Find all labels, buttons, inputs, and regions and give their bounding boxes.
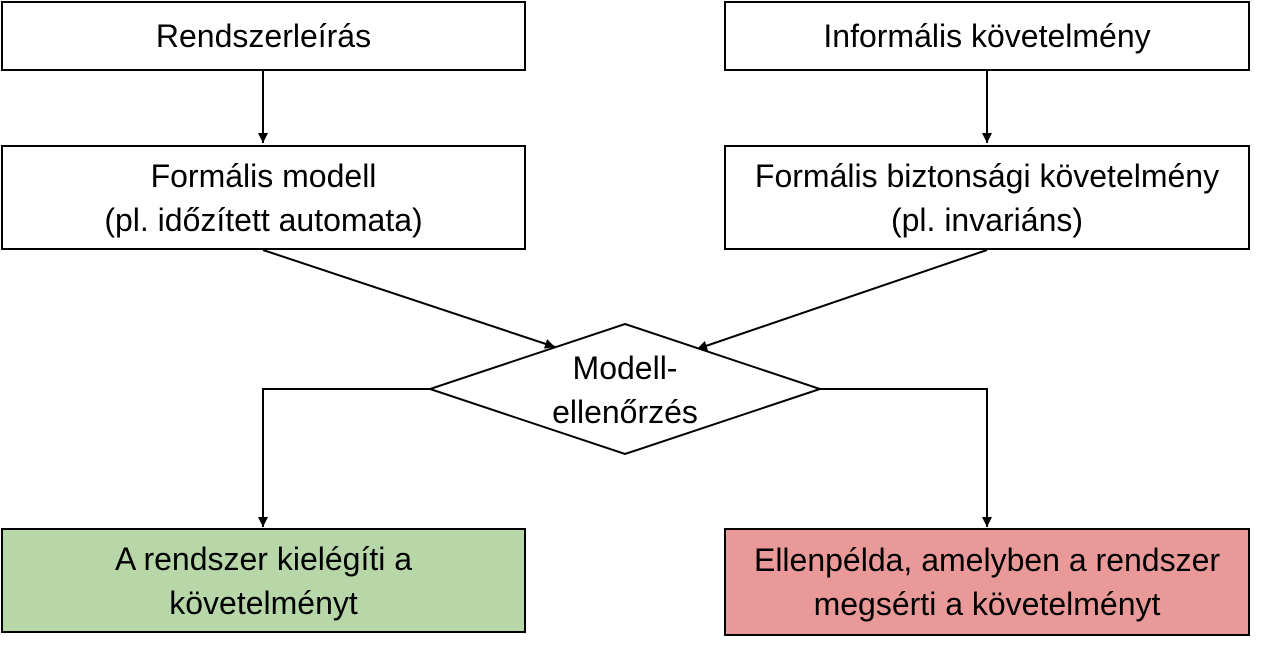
formal-safety-requirement-label: Formális biztonsági követelmény [754,157,1220,194]
model-checking-label-line-1: Modell- [572,350,678,386]
informal-requirement-box: Informális követelmény [724,1,1250,71]
formal-safety-requirement-example: (pl. invariáns) [890,201,1084,238]
counterexample-line-1: Ellenpélda, amelyben a rendszer [753,542,1221,578]
informal-requirement-label: Informális követelmény [823,18,1151,54]
arrow-formal-model-to-model-checking [262,249,556,349]
requirement-satisfied-line-2: követelményt [169,584,358,621]
formal-safety-requirement-box: Formális biztonsági követelmény (pl. inv… [724,145,1250,250]
requirement-satisfied-box: A rendszer kielégíti a követelményt [1,528,526,633]
requirement-satisfied-line-1: A rendszer kielégíti a [114,540,413,577]
model-checking-label: Modell- ellenőrzés [470,342,780,438]
model-checking-diamond [426,322,824,456]
system-description-box: Rendszerleírás [1,1,526,71]
system-description-label: Rendszerleírás [155,18,372,54]
formal-model-example: (pl. időzített automata) [104,201,423,238]
arrow-formal-requirement-to-model-checking [696,249,988,351]
counterexample-line-2: megsérti a követelményt [813,586,1161,622]
arrow-model-checking-to-satisfied [258,388,430,527]
model-checking-label-line-2: ellenőrzés [552,394,698,430]
counterexample-box: Ellenpélda, amelyben a rendszer megsérti… [724,528,1250,636]
formal-model-label: Formális modell [150,157,377,194]
formal-model-box: Formális modell (pl. időzített automata) [1,145,526,250]
arrow-model-checking-to-counterexample [820,388,992,527]
